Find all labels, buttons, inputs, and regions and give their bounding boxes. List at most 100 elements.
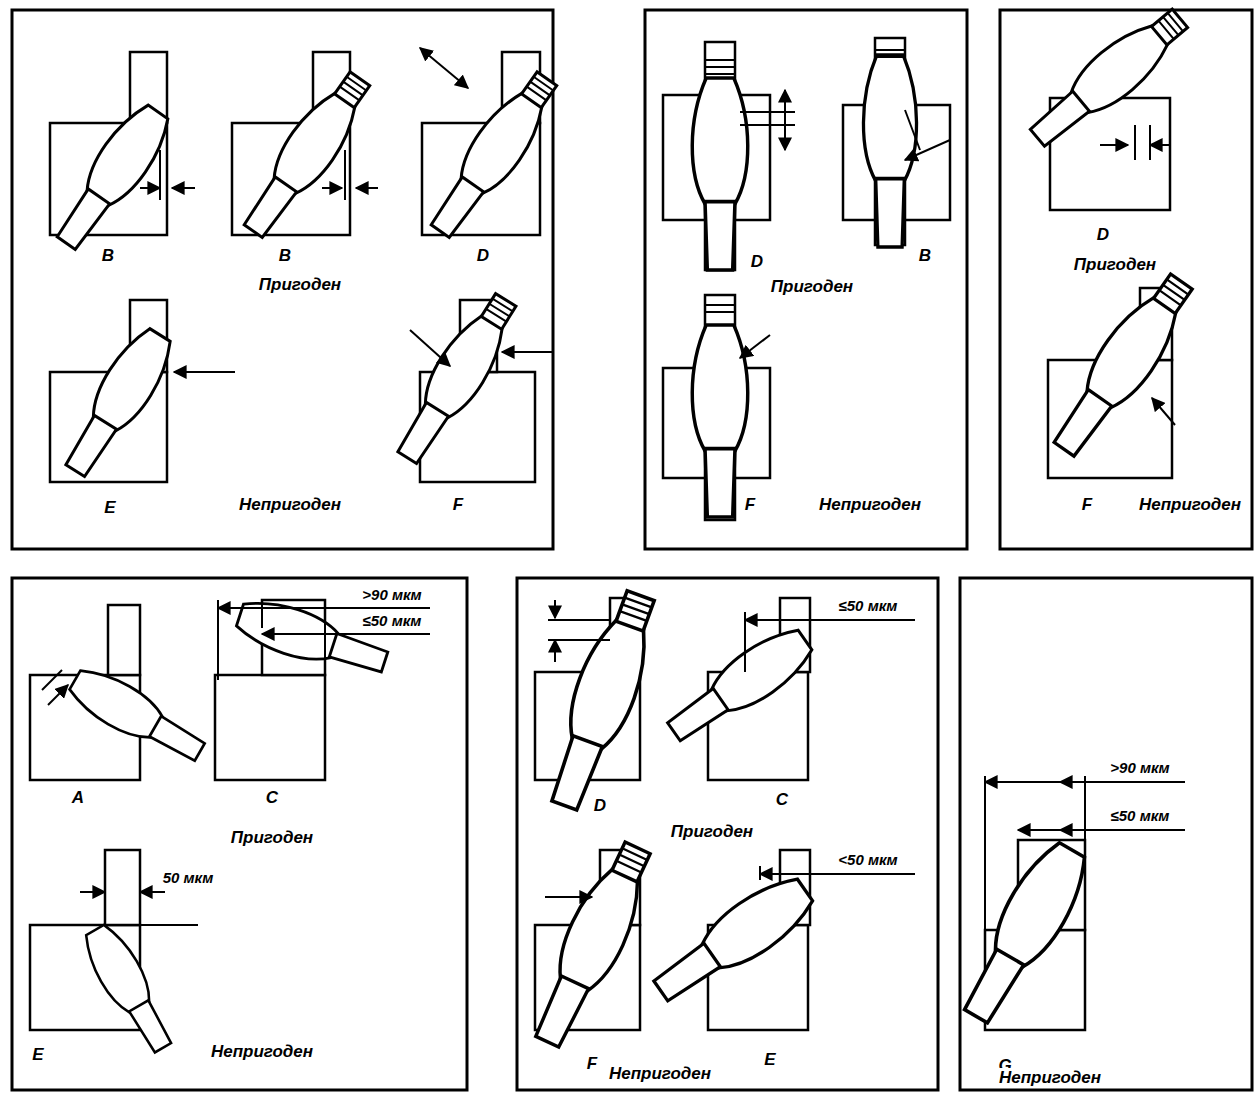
figure-label: D — [749, 252, 765, 272]
drawing-part — [420, 86, 551, 245]
drawing-part — [140, 187, 160, 189]
drawing-part — [1060, 781, 1085, 783]
dimension-label: ≤50 мкм — [1109, 807, 1172, 824]
figure-label: F — [743, 495, 757, 515]
dimension-label: 50 мкм — [161, 869, 216, 886]
drawing-part — [159, 150, 161, 200]
drawing-part — [1042, 266, 1203, 464]
drawing-part — [537, 586, 668, 816]
drawing-part — [692, 325, 747, 517]
drawing-part — [1154, 274, 1193, 313]
drawing-part — [863, 55, 916, 247]
drawing-part — [64, 661, 210, 771]
drawing-part — [42, 670, 62, 690]
drawing-part — [233, 86, 364, 245]
figure-label: C — [774, 790, 790, 810]
drawing-part — [537, 615, 657, 815]
drawing-part — [660, 620, 819, 751]
drawing-part — [174, 371, 235, 373]
drawing-part — [77, 920, 181, 1058]
figure-label: D — [475, 246, 491, 266]
drawing-part — [1150, 144, 1170, 146]
drawing-part — [951, 836, 1097, 1031]
drawing-part — [48, 685, 68, 705]
drawing-part — [1135, 125, 1150, 160]
drawing-part — [545, 896, 592, 898]
drawing-part — [745, 619, 915, 621]
drawing-part — [905, 140, 950, 160]
drawing-part — [1000, 10, 1252, 549]
drawing-part — [522, 72, 557, 108]
drawing-part — [105, 850, 140, 892]
figure-label: D — [592, 796, 608, 816]
drawing-part — [12, 578, 467, 1090]
figure-label: A — [70, 788, 86, 808]
drawing-part — [322, 187, 342, 189]
drawing-part — [645, 10, 967, 549]
drawing-part — [784, 90, 786, 150]
drawing-part — [960, 578, 1252, 1090]
dimension-label: >90 мкм — [1108, 759, 1171, 776]
drawing-part — [335, 72, 370, 108]
drawing-part — [705, 305, 735, 312]
drawing-part — [1042, 290, 1186, 465]
figure-label: Пригоден — [669, 822, 755, 842]
drawing-part — [612, 842, 650, 882]
drawing-part — [1018, 829, 1185, 831]
dimension-label: ≤50 мкм — [361, 612, 424, 629]
panel-frames — [12, 10, 1252, 1090]
drawing-part — [517, 578, 938, 1090]
figure-label: E — [762, 1050, 777, 1070]
drawing-part — [705, 60, 735, 74]
drawing-part — [420, 65, 566, 245]
drawing-part — [1060, 829, 1085, 831]
drawing-part — [108, 605, 140, 675]
figure-label: Пригоден — [229, 828, 315, 848]
figure-label: F — [1080, 495, 1094, 515]
drawing-part — [616, 591, 654, 631]
drawing-part — [172, 187, 195, 189]
drawing-part — [875, 50, 905, 57]
drawing-part — [1022, 0, 1196, 156]
drawing-part — [387, 309, 513, 470]
drawing-part — [215, 675, 325, 780]
figure-label: Пригоден — [1072, 255, 1158, 275]
drawing-part — [554, 640, 556, 662]
drawing-part — [740, 335, 770, 358]
figure-label: Пригоден — [257, 275, 343, 295]
figure-label: F — [585, 1054, 599, 1074]
dimension-label: ≤50 мкм — [837, 597, 900, 614]
drawing-part — [554, 600, 556, 618]
drawing-part — [218, 600, 325, 680]
drawing-part — [105, 850, 140, 925]
figure-label: F — [451, 495, 465, 515]
drawing-part — [481, 294, 516, 330]
drawing-part — [325, 633, 430, 635]
drawing-part — [46, 98, 177, 257]
drawing-part — [760, 873, 915, 875]
drawing-part — [344, 150, 346, 200]
drawing-part — [1152, 398, 1175, 425]
dimension-label: >90 мкм — [360, 586, 423, 603]
drawing-part — [80, 891, 105, 893]
drawing-part — [420, 48, 468, 88]
drawing-part — [140, 891, 165, 893]
drawing-part — [233, 65, 379, 245]
figure-label: Пригоден — [769, 277, 855, 297]
drawing-part — [548, 620, 610, 640]
figure-label: B — [277, 246, 293, 266]
drawing-part — [1152, 9, 1188, 45]
dimension-lines — [42, 48, 1185, 930]
drawing-part — [502, 351, 552, 353]
dimension-label: <50 мкм — [836, 851, 899, 868]
figure-label: Непригоден — [607, 1064, 713, 1084]
drawing-part — [745, 598, 810, 672]
drawing-part — [692, 78, 747, 270]
drawing-part — [522, 836, 663, 1053]
drawing-part — [55, 322, 181, 483]
figure-label: Непригоден — [1137, 495, 1243, 515]
figure-label: B — [917, 246, 933, 266]
drawing-part — [125, 924, 198, 926]
figure-label: E — [102, 498, 117, 518]
drawing-part — [410, 330, 450, 366]
